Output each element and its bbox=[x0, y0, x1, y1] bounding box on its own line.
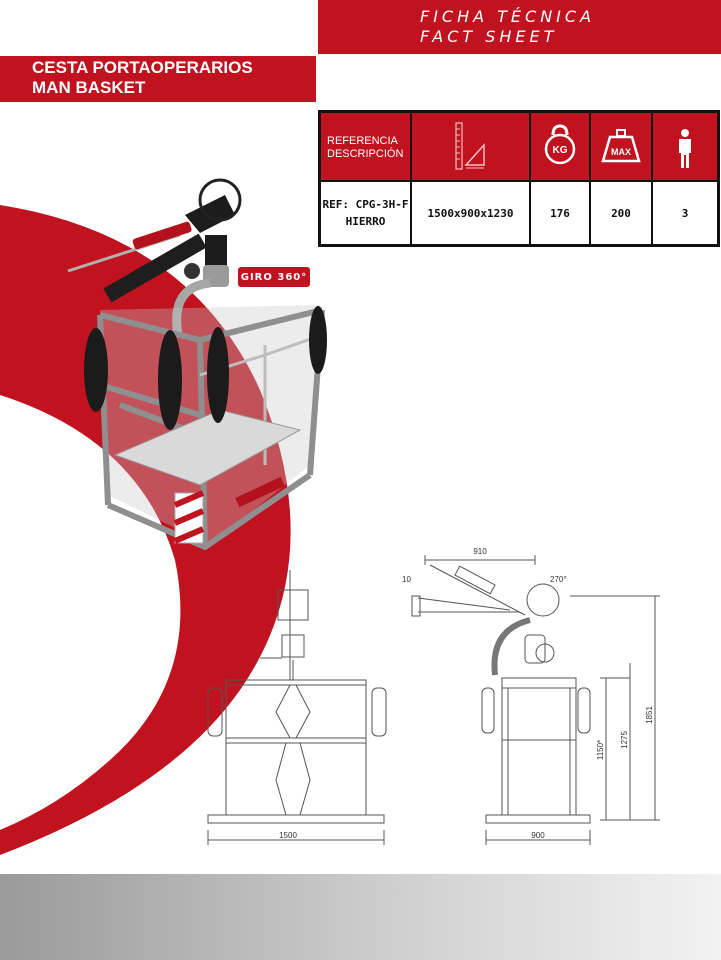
front-width-label: 1500 bbox=[279, 831, 297, 840]
rotation-badge: GIRO 360° bbox=[238, 267, 310, 287]
weight-icon-label: KG bbox=[553, 145, 568, 156]
header-ref-label: REFERENCIA bbox=[327, 135, 398, 147]
height-low-label: 1150* bbox=[596, 740, 605, 760]
header-ref-cell: REFERENCIA DESCRIPCIÓN bbox=[321, 113, 412, 182]
header-weight-cell: KG bbox=[531, 113, 591, 182]
weight-value: 176 bbox=[531, 182, 591, 244]
dimensions-value: 1500x900x1230 bbox=[412, 182, 531, 244]
side-width-label: 900 bbox=[531, 831, 545, 840]
technical-drawing: 1500 900 910 10 270° 1851 1275 1150* bbox=[207, 547, 660, 845]
arm-offset-label: 10 bbox=[402, 575, 411, 584]
max-load-weight-icon: MAX bbox=[601, 129, 641, 163]
persons-value: 3 bbox=[681, 206, 689, 220]
ref-cell: REF: CPG-3H-F HIERRO bbox=[321, 182, 412, 244]
arm-reach-label: 910 bbox=[473, 547, 487, 556]
header-band bbox=[318, 0, 721, 54]
spec-table: REFERENCIA DESCRIPCIÓN KG MAX REF: CPG- bbox=[318, 110, 720, 247]
header-title-es: FICHA TÉCNICA bbox=[420, 7, 596, 26]
header-persons-cell bbox=[653, 113, 717, 182]
height-total-label: 1851 bbox=[645, 706, 654, 724]
kettlebell-weight-icon: KG bbox=[544, 124, 576, 165]
product-title-en: MAN BASKET bbox=[32, 78, 146, 97]
footer-gradient-band bbox=[0, 874, 721, 960]
ref-material: HIERRO bbox=[345, 215, 386, 228]
ref-code: REF: CPG-3H-F bbox=[322, 198, 409, 211]
rotation-angle-label: 270° bbox=[550, 575, 567, 584]
max-icon-label: MAX bbox=[611, 147, 631, 157]
height-mid-label: 1275 bbox=[620, 731, 629, 749]
max-load-value: 200 bbox=[591, 182, 653, 244]
ruler-triangle-icon bbox=[455, 122, 485, 170]
title-band bbox=[0, 56, 316, 102]
person-icon bbox=[679, 129, 691, 168]
header-dimensions-cell bbox=[412, 113, 531, 182]
header-title-en: FACT SHEET bbox=[420, 27, 558, 46]
man-basket-illustration bbox=[67, 178, 327, 550]
product-title-es: CESTA PORTAOPERARIOS bbox=[32, 58, 253, 77]
header-desc-label: DESCRIPCIÓN bbox=[327, 148, 404, 160]
header-max-load-cell: MAX bbox=[591, 113, 653, 182]
